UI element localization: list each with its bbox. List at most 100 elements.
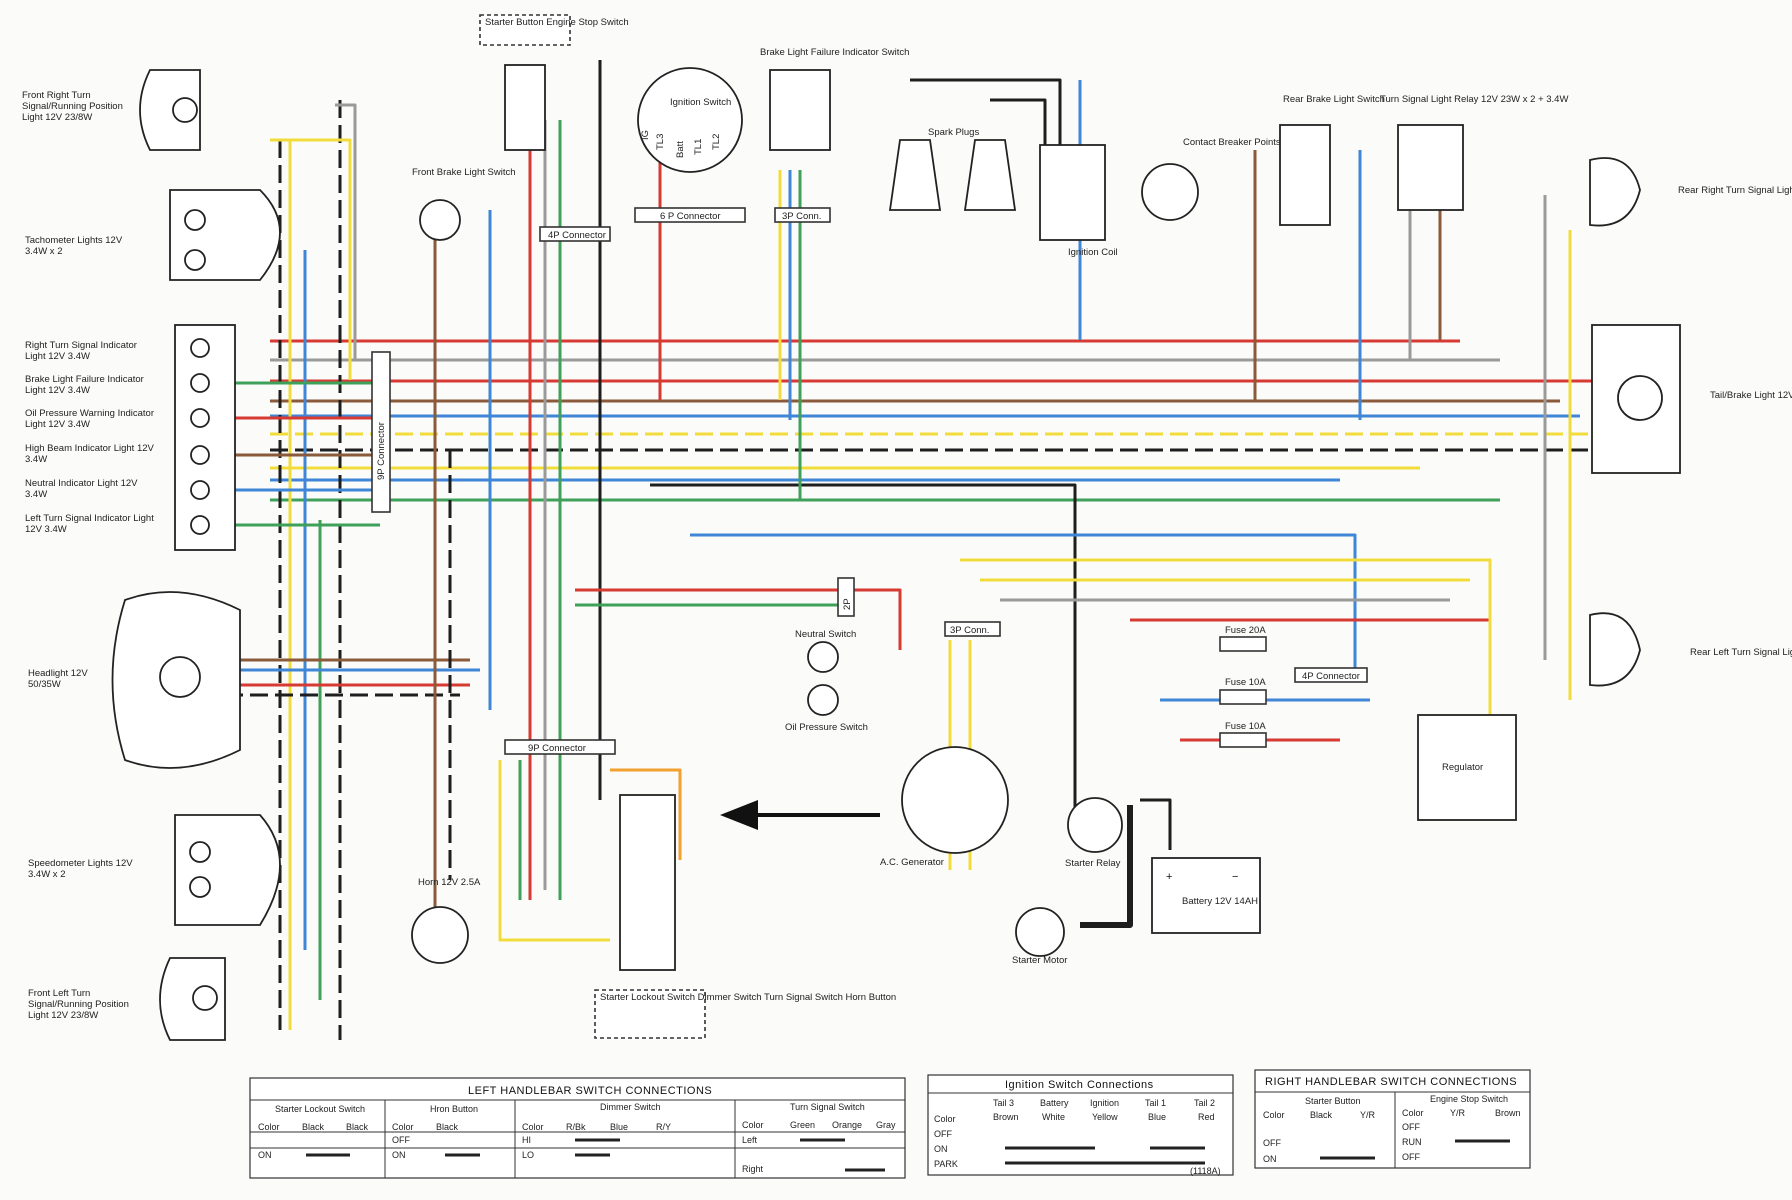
wire-yellow-switch (498, 760, 610, 942)
front-brake-switch-label: Front Brake Light Switch (412, 167, 516, 178)
ignition-coil (1039, 144, 1106, 241)
right-row-state: ON (1263, 1154, 1277, 1164)
ignition-coil-label: Ignition Coil (1068, 247, 1118, 258)
label-oil-pressure-indicator: Oil Pressure Warning Indicator Light 12V… (25, 408, 154, 430)
right-connection-bars (1320, 1139, 1510, 1160)
left-row-state: HI (522, 1135, 531, 1145)
bulb-icon (190, 480, 210, 500)
ign-row-label: PARK (934, 1159, 958, 1169)
connector-3p-mid (944, 621, 1001, 637)
horn (411, 906, 469, 964)
ign-terminal-label: TL2 (711, 134, 722, 150)
right-header-cell: Black (1310, 1110, 1333, 1120)
brake-failure-unit (769, 69, 831, 151)
wire-red-neutral (575, 588, 902, 650)
wire-red-fuse (1130, 618, 1492, 640)
ignition-table-title: Ignition Switch Connections (1005, 1079, 1154, 1091)
left-labels: Front Right Turn Signal/Running Position… (22, 90, 154, 1021)
contact-breaker (1141, 163, 1199, 221)
left-row-state: Right (742, 1164, 764, 1174)
ign-terminal-label: TL1 (693, 139, 704, 155)
left-group-label: Dimmer Switch (600, 1102, 661, 1112)
battery-label: Battery 12V 14AH (1182, 896, 1258, 907)
battery-minus: − (1232, 871, 1239, 883)
battery-plus: + (1166, 871, 1173, 883)
contact-breaker-label: Contact Breaker Points (1183, 137, 1281, 148)
right-row-state: OFF (1402, 1152, 1420, 1162)
oil-pressure-switch (807, 684, 839, 716)
right-row-state: RUN (1402, 1137, 1422, 1147)
starter-relay-label: Starter Relay (1065, 858, 1121, 869)
ign-terminal-label: Batt (675, 141, 686, 158)
turn-signal-relay (1397, 124, 1464, 211)
starter-motor-label: Starter Motor (1012, 955, 1067, 966)
label-tachometer: Tachometer Lights 12V 3.4W x 2 (25, 235, 122, 257)
rear-brake-switch-label: Rear Brake Light Switch (1283, 94, 1385, 105)
bulb-icon (190, 445, 210, 465)
left-header-cell: Color (742, 1120, 764, 1130)
left-handlebar-switch (619, 794, 676, 971)
bulb-icon (172, 97, 198, 123)
ign-header-cell: Tail 3 (993, 1098, 1014, 1108)
right-row-state: OFF (1263, 1138, 1281, 1148)
horn-label: Horn 12V 2.5A (418, 877, 481, 888)
fuse-20a (1219, 636, 1267, 652)
starter-relay (1067, 797, 1123, 853)
connector-4p-right-label: 4P Connector (1302, 671, 1360, 682)
rear-right-turn-lamp (1589, 157, 1641, 227)
indicator-bulbs (190, 338, 210, 535)
left-group-label: Starter Lockout Switch (275, 1104, 365, 1114)
wire-yellow-reg (960, 558, 1492, 770)
connector-9p-lower-label: 9P Connector (528, 743, 586, 754)
label-front-right-turn: Front Right Turn Signal/Running Position… (22, 90, 123, 123)
right-table-frame (1254, 1069, 1531, 1169)
spark-plugs-label: Spark Plugs (928, 127, 979, 138)
ign-color-cell: Blue (1148, 1112, 1166, 1122)
left-handlebar-table: LEFT HANDLEBAR SWITCH CONNECTIONS Starte… (249, 1077, 906, 1179)
speedometer-housing (174, 814, 281, 926)
ac-generator-label: A.C. Generator (880, 857, 944, 868)
label-brake-failure-indicator: Brake Light Failure Indicator Light 12V … (25, 374, 144, 396)
regulator (1417, 714, 1517, 821)
ign-header-cell: Tail 1 (1145, 1098, 1166, 1108)
left-header-cell: Black (302, 1122, 325, 1132)
spark-plug-1 (888, 139, 942, 211)
wire-black-batt (1140, 798, 1172, 850)
rear-right-turn-label: Rear Right Turn Signal Light 12V 23W (1678, 185, 1792, 196)
ign-color-cell: Color (934, 1114, 956, 1124)
connector-9p-vertical (371, 351, 391, 513)
connector-4p-top (539, 226, 611, 242)
left-header-cell: Color (522, 1122, 544, 1132)
connector-3p-top-label: 3P Conn. (782, 211, 821, 222)
fuse-10a-1 (1219, 689, 1267, 705)
fuse-10a-1-label: Fuse 10A (1225, 677, 1266, 688)
bulb-icon (192, 985, 218, 1011)
fuse-10a-2-label: Fuse 10A (1225, 721, 1266, 732)
right-table-title: RIGHT HANDLEBAR SWITCH CONNECTIONS (1265, 1076, 1517, 1088)
connector-2p (837, 577, 855, 617)
left-header-cell: Black (346, 1122, 369, 1132)
right-header-cell: Y/R (1360, 1110, 1376, 1120)
ignition-table: Ignition Switch Connections Tail 3 Batte… (927, 1074, 1234, 1176)
wire-yellow-top (270, 138, 352, 380)
left-header-cell: R/Y (656, 1122, 671, 1132)
tail-brake-label: Tail/Brake Light 12V 8/27W (1710, 390, 1792, 401)
left-header-cell: Gray (876, 1120, 896, 1130)
left-switch-label-box (594, 989, 706, 1039)
rear-left-turn-lamp (1589, 612, 1641, 687)
brake-failure-unit-label: Brake Light Failure Indicator Switch (760, 47, 909, 58)
left-header-cell: Color (392, 1122, 414, 1132)
ign-color-cell: White (1042, 1112, 1065, 1122)
bulb-icon (189, 841, 211, 863)
connector-6p-label: 6 P Connector (660, 211, 721, 222)
right-header-cell: Y/R (1450, 1108, 1466, 1118)
ign-color-cell: Red (1198, 1112, 1215, 1122)
left-header-cell: R/Bk (566, 1122, 586, 1132)
bulb-icon (190, 373, 210, 393)
left-header-cell: Green (790, 1120, 815, 1130)
neutral-switch (807, 641, 839, 673)
bulb-icon (190, 338, 210, 358)
label-front-left-turn: Front Left Turn Signal/Running Position … (28, 988, 129, 1021)
ignition-switch-label: Ignition Switch (670, 97, 731, 108)
